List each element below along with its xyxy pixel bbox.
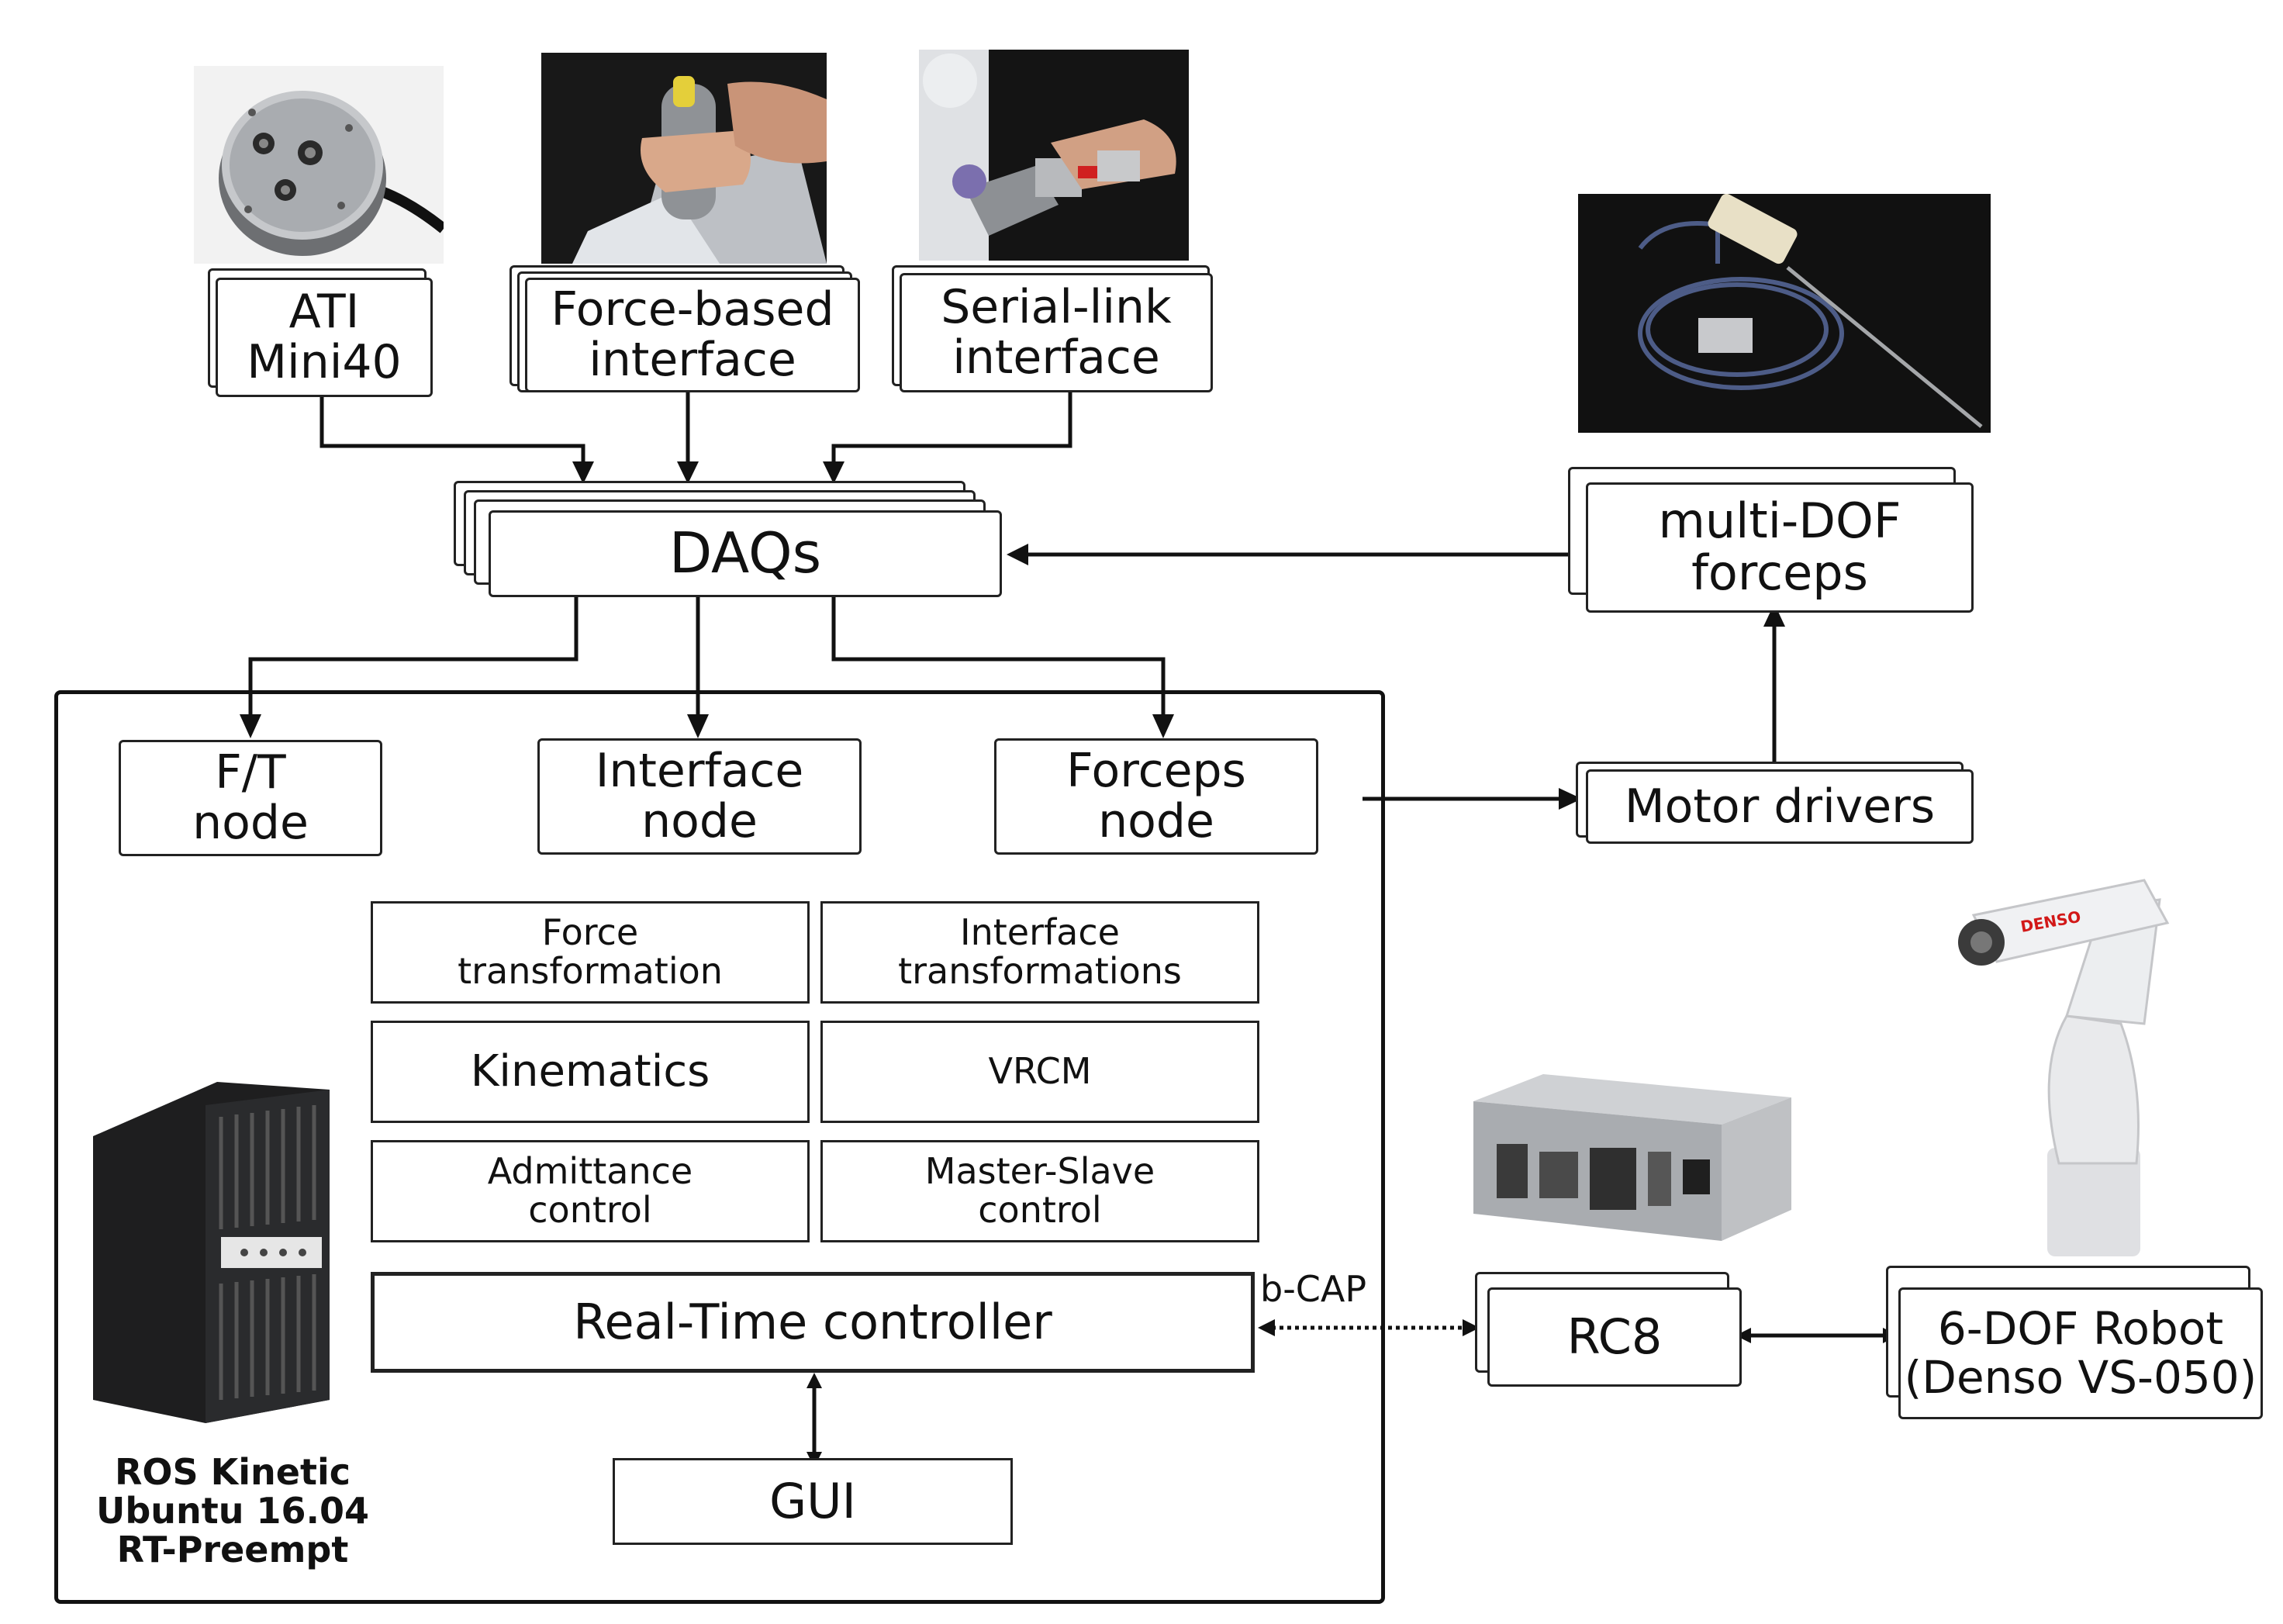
forceps-label: multi-DOF forceps	[1658, 492, 1901, 601]
forceps-photo	[1578, 194, 1991, 433]
master-slave-control-box: Master-Slave control	[820, 1140, 1259, 1242]
ati-label: ATI Mini40	[247, 285, 402, 389]
ati-box: ATI Mini40	[216, 278, 433, 397]
interface-transformations-label: Interface transformations	[898, 911, 1182, 992]
pc-os-line-2: Ubuntu 16.04	[95, 1490, 370, 1532]
admittance-control-box: Admittance control	[371, 1140, 810, 1242]
rc8-box: RC8	[1487, 1287, 1742, 1387]
pc-os-line-3: RT-Preempt	[116, 1529, 349, 1570]
serial-interface-box: Serial-link interface	[900, 273, 1213, 392]
serial-interface-label: Serial-link interface	[941, 280, 1172, 385]
kinematics-label: Kinematics	[470, 1045, 710, 1097]
kinematics-box: Kinematics	[371, 1021, 810, 1123]
ati-sensor-photo	[194, 66, 444, 264]
daqs-box: DAQs	[489, 510, 1002, 597]
ft-node-label: F/T node	[192, 745, 309, 850]
pc-tower-photo	[89, 1082, 333, 1423]
robot-label: 6-DOF Robot (Denso VS-050)	[1904, 1302, 2257, 1404]
interface-node-box: Interface node	[537, 738, 862, 855]
forceps-box: multi-DOF forceps	[1586, 482, 1974, 613]
gui-label: GUI	[769, 1472, 856, 1529]
ft-node-box: F/T node	[119, 740, 382, 856]
robot-photo: DENSO	[1950, 869, 2198, 1256]
forceps-node-label: Forceps node	[1066, 744, 1246, 848]
force-transformation-box: Force transformation	[371, 901, 810, 1004]
rc8-label: RC8	[1566, 1308, 1663, 1365]
pc-os-label: ROS Kinetic Ubuntu 16.04 RT-Preempt	[74, 1454, 392, 1567]
rt-controller-box: Real-Time controller	[371, 1272, 1255, 1373]
forceps-node-box: Forceps node	[994, 738, 1318, 855]
vrcm-box: VRCM	[820, 1021, 1259, 1123]
interface-node-label: Interface node	[595, 744, 804, 848]
daqs-label: DAQs	[668, 520, 822, 586]
force-interface-photo	[541, 53, 827, 264]
rc8-photo	[1450, 1074, 1791, 1253]
vrcm-label: VRCM	[988, 1050, 1092, 1093]
robot-box: 6-DOF Robot (Denso VS-050)	[1898, 1287, 2263, 1419]
serial-interface-photo	[919, 50, 1189, 261]
force-interface-box: Force-based interface	[525, 278, 860, 392]
force-transformation-label: Force transformation	[458, 911, 723, 992]
rt-controller-label: Real-Time controller	[573, 1293, 1052, 1350]
gui-box: GUI	[613, 1458, 1013, 1545]
bcap-label: b-CAP	[1260, 1268, 1367, 1310]
force-interface-label: Force-based interface	[551, 282, 834, 387]
motor-drivers-box: Motor drivers	[1586, 769, 1974, 844]
interface-transformations-box: Interface transformations	[820, 901, 1259, 1004]
pc-frame	[54, 690, 1385, 1604]
pc-os-line-1: ROS Kinetic	[114, 1451, 351, 1493]
master-slave-control-label: Master-Slave control	[924, 1150, 1155, 1231]
motor-drivers-label: Motor drivers	[1624, 779, 1936, 834]
admittance-control-label: Admittance control	[487, 1150, 693, 1231]
